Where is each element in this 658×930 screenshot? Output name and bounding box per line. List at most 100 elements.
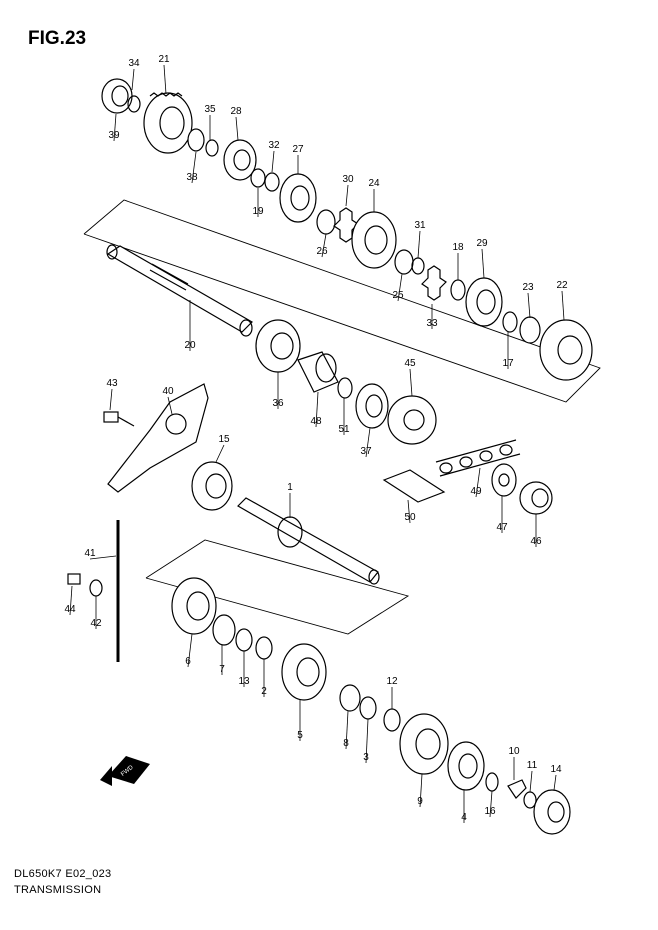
part-label-29[interactable]: 29 (476, 238, 488, 249)
part-label-15[interactable]: 15 (218, 434, 230, 445)
part-label-48[interactable]: 48 (310, 416, 322, 427)
part-48-bushing[interactable] (297, 351, 339, 393)
part-1-driveshaft[interactable] (237, 497, 380, 585)
part-16-circlip[interactable] (485, 772, 499, 792)
part-42-clip[interactable] (89, 579, 103, 597)
part-34-washer[interactable] (127, 95, 141, 113)
part-19-circlip[interactable] (250, 168, 266, 188)
part-label-10[interactable]: 10 (508, 746, 520, 757)
part-49-drive-chain[interactable] (435, 439, 521, 477)
part-label-34[interactable]: 34 (128, 58, 140, 69)
part-13-washer[interactable] (235, 628, 253, 652)
part-10-lock-plate[interactable] (507, 779, 527, 799)
part-label-47[interactable]: 47 (496, 522, 508, 533)
part-37-oil-seal[interactable] (355, 383, 389, 429)
part-8-bushing[interactable] (339, 684, 361, 712)
part-45-sprocket[interactable] (387, 395, 437, 445)
part-40-bracket[interactable] (107, 383, 209, 493)
part-label-16[interactable]: 16 (484, 806, 496, 817)
part-label-2[interactable]: 2 (261, 686, 267, 697)
part-24-gear[interactable] (351, 211, 397, 269)
part-label-45[interactable]: 45 (404, 358, 416, 369)
part-12-circlip[interactable] (383, 708, 401, 732)
part-label-41[interactable]: 41 (84, 548, 96, 559)
part-label-23[interactable]: 23 (522, 282, 534, 293)
part-label-22[interactable]: 22 (556, 280, 568, 291)
part-23-bushing[interactable] (519, 316, 541, 344)
part-label-33[interactable]: 33 (426, 318, 438, 329)
part-label-39[interactable]: 39 (108, 130, 120, 141)
leader-line-30 (345, 184, 349, 207)
part-label-11[interactable]: 11 (527, 760, 538, 771)
part-17-washer[interactable] (502, 311, 518, 333)
part-label-8[interactable]: 8 (343, 738, 349, 749)
part-label-51[interactable]: 51 (338, 424, 350, 435)
part-label-13[interactable]: 13 (238, 676, 250, 687)
part-31-washer[interactable] (411, 257, 425, 275)
part-7-bushing[interactable] (212, 614, 236, 646)
part-label-50[interactable]: 50 (404, 512, 416, 523)
part-27-gear[interactable] (279, 173, 317, 223)
part-label-9[interactable]: 9 (417, 796, 423, 807)
part-44-bolt[interactable] (67, 573, 81, 585)
part-label-46[interactable]: 46 (530, 536, 542, 547)
part-label-49[interactable]: 49 (470, 486, 482, 497)
part-label-20[interactable]: 20 (184, 340, 196, 351)
part-2-circlip[interactable] (255, 636, 273, 660)
part-label-12[interactable]: 12 (386, 676, 398, 687)
part-21-gear[interactable] (143, 92, 193, 154)
part-label-42[interactable]: 42 (90, 618, 102, 629)
part-label-27[interactable]: 27 (292, 144, 304, 155)
part-18-circlip[interactable] (450, 279, 466, 301)
part-label-40[interactable]: 40 (162, 386, 174, 397)
part-label-44[interactable]: 44 (64, 604, 76, 615)
part-label-36[interactable]: 36 (272, 398, 284, 409)
part-label-24[interactable]: 24 (368, 178, 380, 189)
part-39-bearing[interactable] (101, 78, 133, 114)
part-26-bushing[interactable] (316, 209, 336, 235)
part-33-lock-washer[interactable] (421, 265, 447, 301)
part-20-countershaft[interactable] (106, 244, 253, 337)
part-label-26[interactable]: 26 (316, 246, 328, 257)
part-36-bearing[interactable] (255, 319, 301, 373)
part-label-7[interactable]: 7 (219, 664, 225, 675)
part-3-washer[interactable] (359, 696, 377, 720)
part-label-32[interactable]: 32 (268, 140, 280, 151)
part-50-chain-joint[interactable] (382, 469, 446, 503)
part-label-31[interactable]: 31 (414, 220, 426, 231)
part-9-gear[interactable] (399, 713, 449, 775)
part-51-o-ring[interactable] (337, 377, 353, 399)
part-22-gear[interactable] (539, 319, 593, 381)
part-label-38[interactable]: 38 (186, 172, 198, 183)
part-43-bolt[interactable] (103, 411, 135, 427)
part-25-bushing[interactable] (394, 249, 414, 275)
part-14-bearing[interactable] (533, 789, 571, 835)
part-label-28[interactable]: 28 (230, 106, 242, 117)
part-label-30[interactable]: 30 (342, 174, 354, 185)
part-4-gear[interactable] (447, 741, 485, 791)
part-label-18[interactable]: 18 (452, 242, 464, 253)
part-35-collar[interactable] (205, 139, 219, 157)
part-32-washer[interactable] (264, 172, 280, 192)
part-label-35[interactable]: 35 (204, 104, 216, 115)
part-label-3[interactable]: 3 (363, 752, 369, 763)
part-label-25[interactable]: 25 (392, 290, 404, 301)
part-label-43[interactable]: 43 (106, 378, 118, 389)
part-label-5[interactable]: 5 (297, 730, 303, 741)
part-label-1[interactable]: 1 (287, 482, 293, 493)
part-label-6[interactable]: 6 (185, 656, 191, 667)
part-28-gear[interactable] (223, 139, 257, 181)
part-label-19[interactable]: 19 (252, 206, 264, 217)
part-47-washer[interactable] (491, 463, 517, 497)
part-38-bushing[interactable] (187, 128, 205, 152)
part-label-37[interactable]: 37 (360, 446, 372, 457)
part-6-gear[interactable] (171, 577, 217, 635)
part-label-17[interactable]: 17 (502, 358, 514, 369)
part-29-gear[interactable] (465, 277, 503, 327)
part-15-bearing[interactable] (191, 461, 233, 511)
part-label-21[interactable]: 21 (158, 54, 170, 65)
part-46-nut[interactable] (519, 481, 553, 515)
part-label-4[interactable]: 4 (461, 812, 467, 823)
part-label-14[interactable]: 14 (550, 764, 562, 775)
part-5-gear[interactable] (281, 643, 327, 701)
